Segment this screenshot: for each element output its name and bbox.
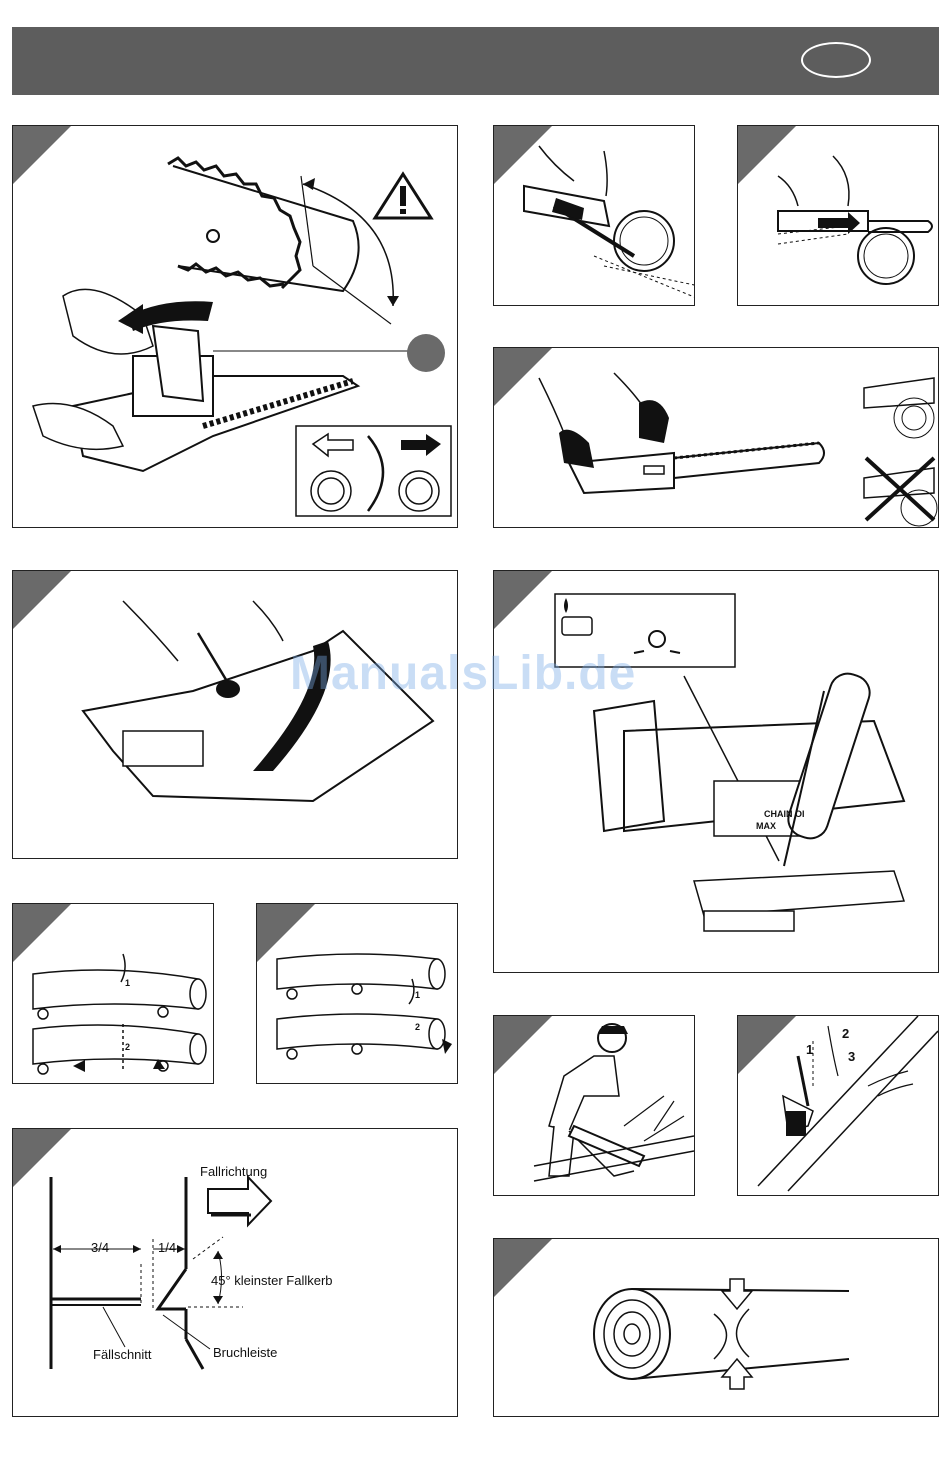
log-support-illustration-b — [257, 904, 458, 1084]
chain-oil-label: CHAIN OI — [764, 809, 805, 819]
limbing-worker-illustration — [494, 1016, 695, 1196]
back-cut-label: Fällschnitt — [93, 1347, 152, 1362]
limb-step-3: 3 — [848, 1049, 855, 1064]
language-badge — [801, 42, 871, 78]
felling-direction-label: Fallrichtung — [200, 1164, 267, 1179]
hinge-label: Bruchleiste — [213, 1345, 277, 1360]
fuel-cap-illustration — [13, 571, 458, 859]
log-pinch-panel — [493, 1238, 939, 1417]
watermark: ManualsLib.de — [290, 646, 636, 701]
push-cut-panel — [493, 125, 695, 306]
kickback-panel — [12, 125, 458, 528]
log-b-cut1: 1 — [415, 990, 420, 1000]
oil-adjust-illustration — [494, 571, 939, 973]
log-a-cut2: 2 — [125, 1042, 130, 1052]
log-support-panel-b: 1 2 — [256, 903, 458, 1084]
grip-panel — [493, 347, 939, 528]
rotation-inset — [13, 126, 458, 528]
header-bar — [12, 27, 939, 95]
log-b-cut2: 2 — [415, 1022, 420, 1032]
limbing-steps-illustration — [738, 1016, 939, 1196]
limbing-worker-panel — [493, 1015, 695, 1196]
grip-illustration — [494, 348, 939, 528]
fuel-cap-panel — [12, 570, 458, 859]
log-support-panel-a: 1 2 — [12, 903, 214, 1084]
oil-adjust-panel: CHAIN OI MAX — [493, 570, 939, 973]
push-cut-illustration — [494, 126, 695, 306]
pull-cut-illustration — [738, 126, 939, 306]
limb-step-1: 1 — [806, 1042, 813, 1057]
notch-label: 45° kleinster Fallkerb — [211, 1273, 333, 1288]
log-pinch-illustration — [494, 1239, 939, 1417]
limb-step-2: 2 — [842, 1026, 849, 1041]
felling-panel: Fallrichtung 3/4 1/4 45° kleinster Fallk… — [12, 1128, 458, 1417]
log-a-cut1: 1 — [125, 978, 130, 988]
pull-cut-panel — [737, 125, 939, 306]
log-support-illustration-a — [13, 904, 214, 1084]
limbing-steps-panel: 1 2 3 — [737, 1015, 939, 1196]
ratio-left-label: 3/4 — [91, 1240, 109, 1255]
ratio-right-label: 1/4 — [158, 1240, 176, 1255]
chain-oil-max-label: MAX — [756, 821, 776, 831]
